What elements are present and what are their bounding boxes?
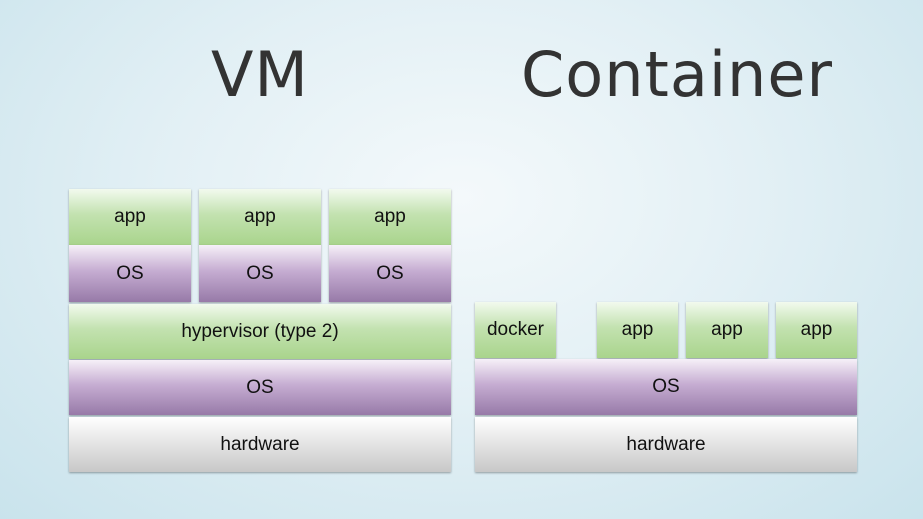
container-hardware-block: hardware	[475, 417, 857, 472]
container-title: Container	[521, 38, 833, 111]
vm-app-block-1: app	[69, 189, 191, 245]
vm-guest-os-block-3: OS	[329, 245, 451, 302]
vm-app-block-3: app	[329, 189, 451, 245]
vm-title: VM	[211, 38, 309, 111]
container-docker-block: docker	[475, 302, 556, 358]
container-app-block-3: app	[776, 302, 857, 358]
vm-guest-os-block-1: OS	[69, 245, 191, 302]
container-os-block: OS	[475, 359, 857, 415]
vm-hardware-block: hardware	[69, 417, 451, 472]
container-app-block-1: app	[597, 302, 678, 358]
container-app-block-2: app	[686, 302, 768, 358]
vm-hypervisor-block: hypervisor (type 2)	[69, 304, 451, 359]
vm-app-block-2: app	[199, 189, 321, 245]
vm-guest-os-block-2: OS	[199, 245, 321, 302]
vm-host-os-block: OS	[69, 360, 451, 415]
